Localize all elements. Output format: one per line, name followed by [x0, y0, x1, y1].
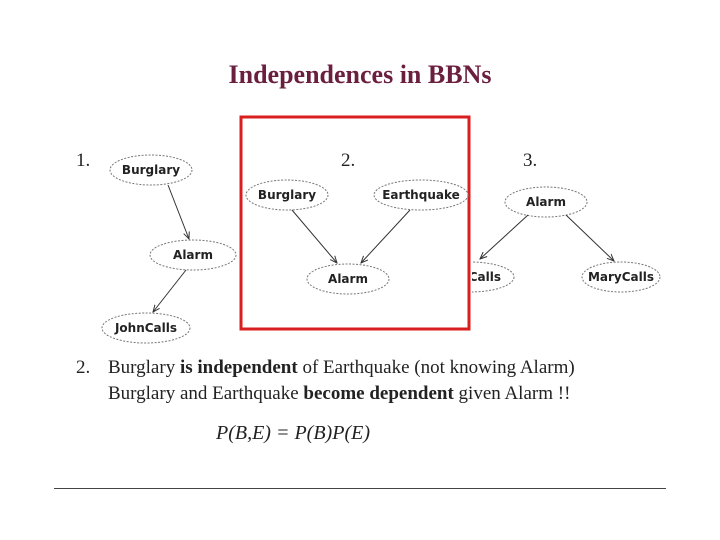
statement-line-2-part3: given Alarm !!	[458, 383, 571, 404]
edge-burglary-alarm	[167, 184, 189, 239]
statement-line-2-part1: Burglary and Earthquake	[108, 383, 299, 404]
node-earthquake: Earthquake	[373, 179, 469, 211]
node-alarm: Alarm	[504, 186, 588, 218]
node-burglary: Burglary	[109, 154, 193, 186]
node-alarm: Alarm	[306, 263, 390, 295]
probability-formula: P(B,E) = P(B)P(E)	[216, 422, 370, 444]
statement-number: 2.	[76, 357, 91, 378]
node-earthquake-label: Earthquake	[382, 188, 460, 202]
edge-alarm-johncalls	[480, 214, 529, 259]
highlight-box	[239, 115, 471, 331]
node-burglary-label: Burglary	[122, 163, 180, 177]
node-burglary: Burglary	[245, 179, 329, 211]
node-alarm-label: Alarm	[526, 195, 566, 209]
edge-earthquake-alarm	[361, 209, 411, 263]
node-alarm: Alarm	[149, 239, 237, 271]
node-marycalls-label: MaryCalls	[588, 270, 654, 284]
node-johncalls: JohnCalls	[438, 261, 515, 293]
diagram-1-chain: 1. Burglary Alarm JohnCalls	[76, 150, 237, 344]
edge-burglary-alarm	[291, 209, 337, 263]
diagram-1-number: 1.	[76, 150, 90, 171]
statement-line-1-emphasis: is independent	[179, 357, 298, 378]
page-title: Independences in BBNs	[228, 60, 492, 89]
node-alarm-label: Alarm	[328, 272, 368, 286]
statement-line-1-part1: Burglary	[108, 357, 176, 378]
statement-line-2: Burglary and Earthquake become dependent…	[108, 383, 570, 405]
diagram-3-number: 3.	[523, 150, 537, 171]
node-alarm-label: Alarm	[173, 248, 213, 262]
node-marycalls: MaryCalls	[581, 261, 661, 293]
diagram-2-common-effect: 2. Burglary Earthquake Alarm	[239, 115, 471, 331]
node-johncalls-label: JohnCalls	[438, 270, 501, 284]
footer-divider	[54, 488, 666, 489]
statement-line-1: Burglary is independent of Earthquake (n…	[108, 357, 575, 379]
node-johncalls-label: JohnCalls	[114, 321, 177, 335]
diagram-2-number: 2.	[341, 150, 355, 171]
node-burglary-label: Burglary	[258, 188, 316, 202]
statement-line-2-emphasis: become dependent	[303, 383, 454, 404]
node-johncalls: JohnCalls	[101, 312, 191, 344]
statement-line-1-part3: of Earthquake (not knowing Alarm)	[302, 357, 575, 378]
edge-alarm-johncalls	[153, 269, 187, 312]
edge-alarm-marycalls	[565, 214, 614, 261]
diagram-3-common-cause: 3. Alarm JohnCalls MaryCalls	[438, 150, 661, 293]
